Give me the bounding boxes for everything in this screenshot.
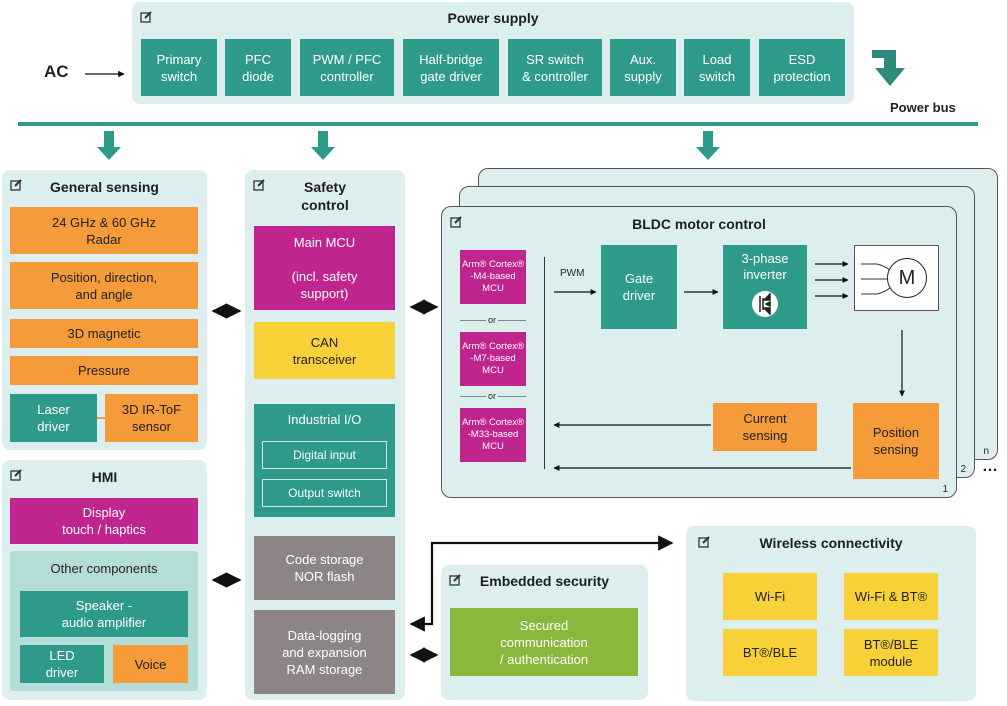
bldc-title: BLDC motor control <box>632 216 766 232</box>
bt-ble-block: BT®/BLE <box>723 629 817 676</box>
pfc-diode-block: PFC diode <box>225 39 291 96</box>
pwm-label: PWM <box>560 268 585 279</box>
position-sensing-block: Position sensing <box>853 403 939 479</box>
output-switch-block: Output switch <box>262 479 387 507</box>
stack-label-n: n <box>983 446 989 457</box>
stack-label-2: 2 <box>960 464 966 475</box>
embedded-security-panel: Embedded security Secured communication … <box>441 565 648 700</box>
down-arrow-icon <box>97 131 121 160</box>
ac-label: AC <box>44 62 69 81</box>
power-bus-label: Power bus <box>890 100 956 115</box>
arm-cortex-m33-mcu-block: Arm® Cortex® -M33-based MCU <box>460 408 526 462</box>
motor-symbol: M <box>887 258 927 298</box>
speaker-audio-amplifier-block: Speaker - audio amplifier <box>20 591 188 637</box>
laser-driver-block: Laser driver <box>10 394 97 442</box>
wifi-block: Wi-Fi <box>723 573 817 620</box>
edit-icon <box>450 216 462 228</box>
inverter-label: 3-phase inverter <box>741 251 789 282</box>
bldc-motor-control-panel: BLDC motor control 1 Arm® Cortex® -M4-ba… <box>441 206 957 498</box>
power-bus-line <box>18 122 978 126</box>
can-transceiver-block: CAN transceiver <box>254 322 395 379</box>
transistor-icon <box>752 291 778 317</box>
3d-ir-tof-sensor-block: 3D IR-ToF sensor <box>105 394 198 442</box>
bt-ble-module-block: BT®/BLE module <box>844 629 938 676</box>
or-label: or <box>486 391 499 401</box>
stack-label-1: 1 <box>942 484 948 495</box>
led-driver-block: LED driver <box>20 645 104 683</box>
safety-control-title: Safety control <box>301 179 349 213</box>
esd-protection-block: ESD protection <box>759 39 845 96</box>
edit-icon <box>698 536 710 548</box>
datalogging-ram-storage-block: Data-logging and expansion RAM storage <box>254 610 395 694</box>
other-components-group: Other components Speaker - audio amplifi… <box>10 551 198 691</box>
digital-input-block: Digital input <box>262 441 387 469</box>
down-arrow-icon <box>311 131 335 160</box>
connector-line <box>97 417 107 419</box>
code-storage-nor-flash-block: Code storage NOR flash <box>254 536 395 600</box>
edit-icon <box>140 11 152 23</box>
industrial-io-title: Industrial I/O <box>287 412 362 427</box>
arm-cortex-m7-mcu-block: Arm® Cortex® -M7-based MCU <box>460 332 526 386</box>
hmi-title: HMI <box>91 469 118 485</box>
industrial-io-block: Industrial I/O Digital input Output swit… <box>254 404 395 517</box>
mcu-bus-line <box>544 257 545 469</box>
half-bridge-gate-driver-block: Half-bridge gate driver <box>403 39 499 96</box>
wifi-bt-block: Wi-Fi & BT® <box>844 573 938 620</box>
safety-control-panel: Safety control Main MCU (incl. safety su… <box>245 170 405 700</box>
pwm-pfc-controller-block: PWM / PFC controller <box>300 39 394 96</box>
power-supply-title: Power supply <box>447 10 539 26</box>
pressure-block: Pressure <box>10 356 198 385</box>
sr-switch-controller-block: SR switch & controller <box>508 39 602 96</box>
edit-icon <box>10 179 22 191</box>
down-arrow-icon <box>696 131 720 160</box>
main-mcu-block: Main MCU (incl. safety support) <box>254 226 395 310</box>
radar-block: 24 GHz & 60 GHz Radar <box>10 207 198 254</box>
general-sensing-title: General sensing <box>50 179 159 195</box>
primary-switch-block: Primary switch <box>141 39 217 96</box>
3-phase-inverter-block: 3-phase inverter <box>723 245 807 329</box>
secured-communication-block: Secured communication / authentication <box>450 608 638 676</box>
motor-box: M <box>854 245 939 311</box>
other-components-title: Other components <box>50 561 158 576</box>
display-touch-haptics-block: Display touch / haptics <box>10 498 198 544</box>
gate-driver-block: Gate driver <box>601 245 677 329</box>
general-sensing-panel: General sensing 24 GHz & 60 GHz Radar Po… <box>2 170 207 450</box>
load-switch-block: Load switch <box>684 39 750 96</box>
position-direction-angle-block: Position, direction, and angle <box>10 262 198 309</box>
aux-supply-block: Aux. supply <box>610 39 676 96</box>
power-supply-panel: Power supply Primary switch PFC diode PW… <box>132 2 854 104</box>
edit-icon <box>10 469 22 481</box>
current-sensing-block: Current sensing <box>713 403 817 451</box>
embedded-security-title: Embedded security <box>479 573 610 589</box>
voice-block: Voice <box>113 645 188 683</box>
edit-icon <box>253 179 265 191</box>
wireless-connectivity-title: Wireless connectivity <box>759 535 903 551</box>
wireless-connectivity-panel: Wireless connectivity Wi-Fi Wi-Fi & BT® … <box>686 526 976 701</box>
or-label: or <box>486 315 499 325</box>
arm-cortex-m4-mcu-block: Arm® Cortex® -M4-based MCU <box>460 250 526 304</box>
stack-dots: … <box>982 458 998 475</box>
hmi-panel: HMI Display touch / haptics Other compon… <box>2 460 207 700</box>
3d-magnetic-block: 3D magnetic <box>10 319 198 348</box>
